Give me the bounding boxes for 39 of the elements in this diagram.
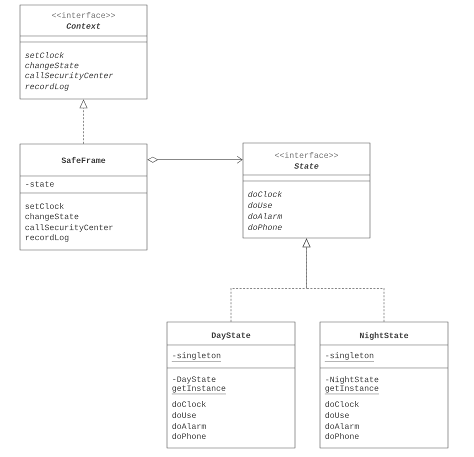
member-name: doAlarm — [172, 422, 206, 430]
member-name: -state — [26, 181, 54, 187]
stereotype-label: <<interface>> — [52, 12, 116, 18]
class-box — [20, 4, 148, 100]
class-name: SafeFrame — [62, 156, 106, 164]
method-name: doPhone — [248, 224, 282, 230]
member-name: recordLog — [26, 234, 68, 242]
method-name: doClock — [248, 190, 282, 198]
class-box — [166, 322, 296, 448]
member-name: doPhone — [325, 432, 359, 440]
method-name: doUse — [248, 202, 272, 208]
member-name: doAlarm — [325, 422, 359, 430]
method-name: doAlarm — [248, 212, 282, 220]
member-name: getInstance — [172, 385, 226, 394]
class-box — [20, 144, 148, 250]
member-name: doClock — [325, 400, 359, 408]
member-name: callSecurityCenter — [25, 224, 113, 232]
member-name: doUse — [172, 412, 196, 418]
stereotype-label: <<interface>> — [275, 152, 338, 158]
member-name: changeState — [25, 213, 78, 221]
member-name: -DayState — [173, 376, 216, 384]
member-name: doUse — [325, 412, 349, 418]
member-name: getInstance — [324, 385, 380, 394]
method-name: setClock — [25, 52, 64, 58]
class-name: DayState — [212, 332, 250, 340]
member-name: doPhone — [172, 432, 206, 440]
class-box — [320, 322, 448, 448]
member-name: doClock — [172, 400, 206, 408]
class-name: State — [294, 163, 318, 169]
member-name: -singleton — [172, 352, 222, 362]
member-name: -NightState — [326, 376, 378, 384]
method-name: recordLog — [26, 83, 69, 91]
class-name: Context — [66, 23, 100, 29]
class-name: NightState — [360, 332, 408, 340]
method-name: changeState — [25, 62, 78, 70]
class-box — [242, 142, 370, 238]
member-name: -singleton — [324, 352, 374, 362]
method-name: callSecurityCenter — [25, 72, 114, 80]
member-name: setClock — [25, 202, 64, 209]
